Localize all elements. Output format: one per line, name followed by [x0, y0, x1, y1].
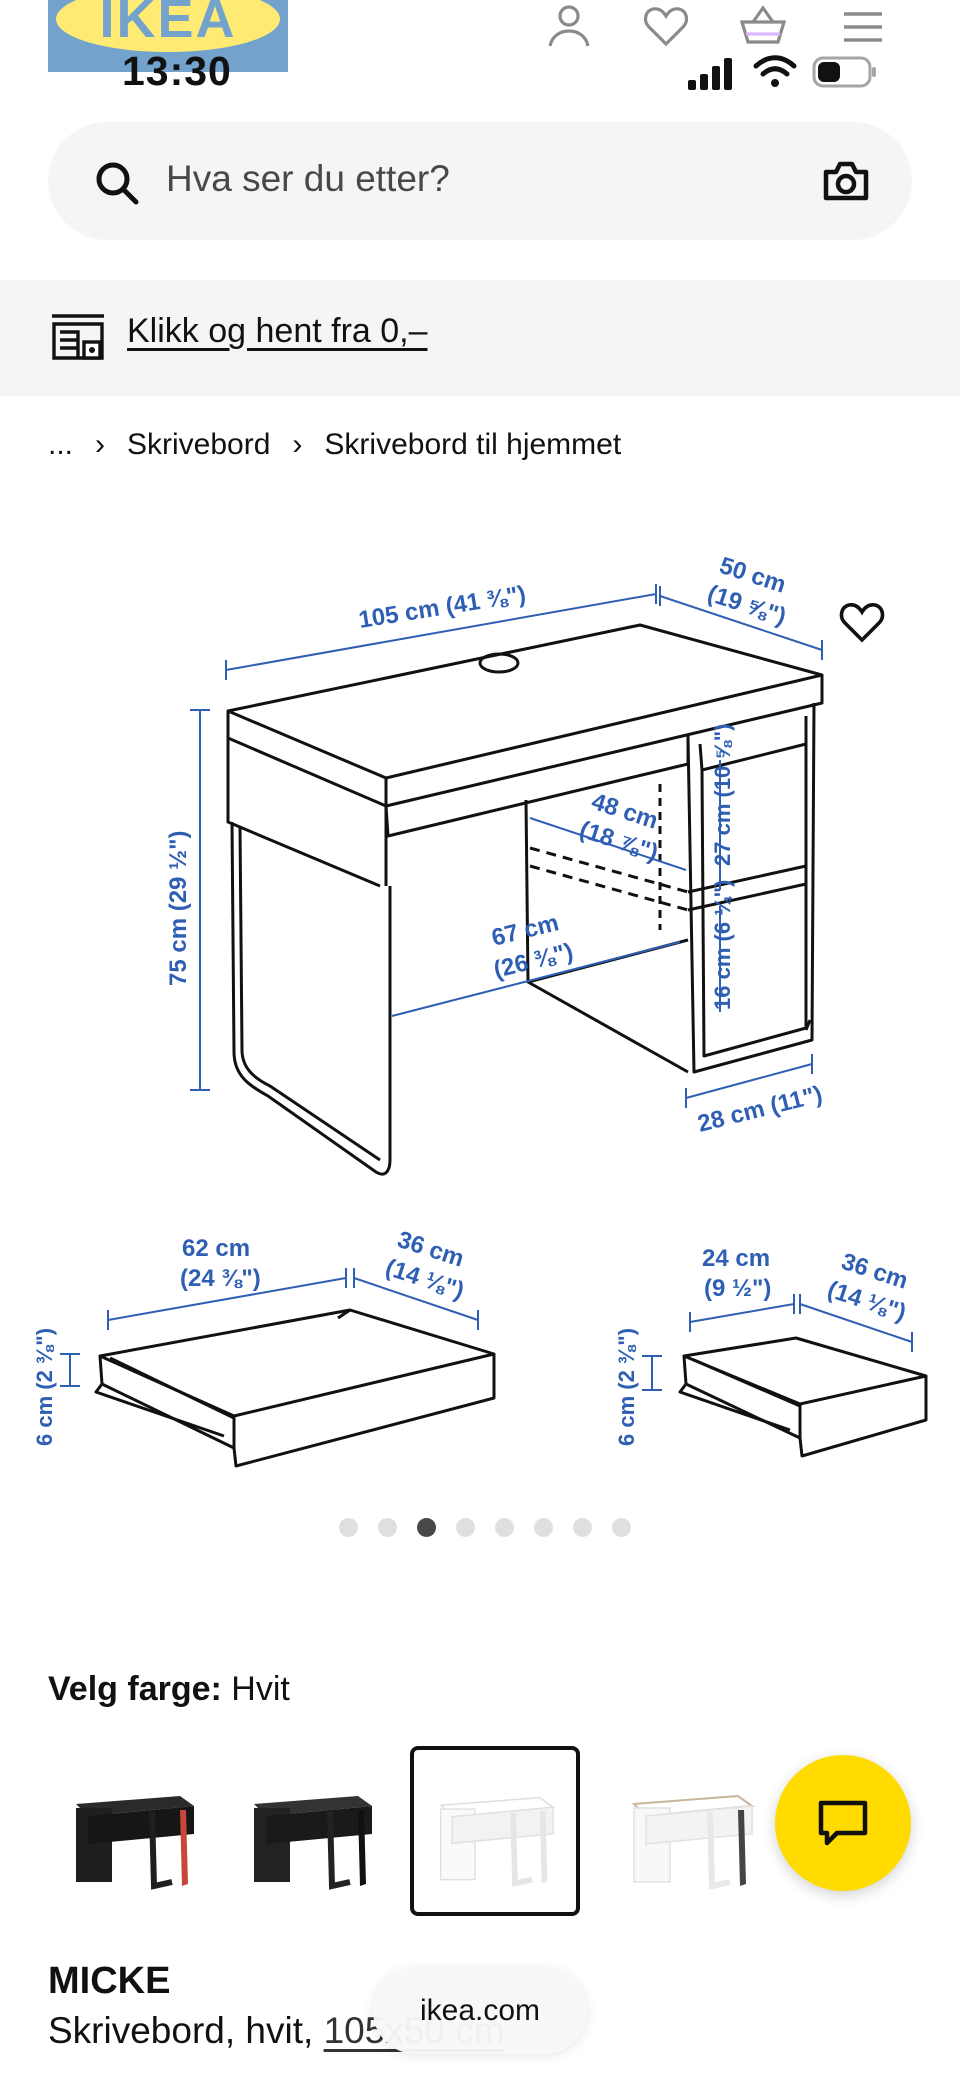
large-drawer-top	[98, 1308, 496, 1418]
search-input[interactable]: Hva ser du etter?	[166, 158, 450, 199]
menu-icon[interactable]	[838, 2, 888, 52]
small-drawer-inner	[693, 1358, 801, 1408]
gallery-dot[interactable]	[612, 1518, 631, 1537]
click-collect-link[interactable]: Klikk og hent fra 0,–	[127, 312, 428, 350]
left-leg	[230, 821, 392, 1176]
status-time: 13:30	[122, 48, 232, 94]
breadcrumb-ellipsis[interactable]: ...	[48, 428, 74, 461]
small-drawer-runner	[678, 1383, 791, 1432]
small-drawer-width-in: (9 ½")	[704, 1275, 771, 1302]
swatch-white-oak[interactable]	[606, 1746, 776, 1916]
large-drawer-width-in: (24 ⅜")	[180, 1265, 261, 1292]
swatch-white[interactable]	[410, 1746, 580, 1916]
gallery-dot[interactable]	[378, 1518, 397, 1537]
camera-icon[interactable]	[822, 158, 870, 204]
cable-hole	[478, 652, 520, 674]
large-drawer-runner	[94, 1383, 225, 1438]
color-label-prefix: Velg farge:	[48, 1670, 222, 1708]
cabinet-opening	[700, 744, 808, 1058]
dim-height: 75 cm (29 ½")	[165, 831, 192, 986]
profile-icon[interactable]	[544, 2, 594, 52]
right-cabinet	[686, 702, 816, 1074]
small-drawer-left	[682, 1355, 802, 1440]
large-drawer-front	[232, 1354, 496, 1468]
large-drawer-height: 6 cm (2 ⅜")	[32, 1328, 57, 1446]
logo-text: IKEA	[99, 0, 237, 49]
gallery-dot[interactable]	[339, 1518, 358, 1537]
cabinet-base	[804, 1019, 812, 1031]
gallery-dot[interactable]	[534, 1518, 553, 1537]
wifi-icon	[753, 55, 797, 87]
gallery-dot[interactable]	[495, 1518, 514, 1537]
gallery-dot[interactable]	[573, 1518, 592, 1537]
breadcrumb-desks[interactable]: Skrivebord	[127, 428, 271, 461]
gallery-dot-active[interactable]	[417, 1518, 436, 1537]
large-drawer-inner	[109, 1308, 351, 1420]
click-collect-banner[interactable]: Klikk og hent fra 0,–	[0, 280, 960, 396]
left-panel	[226, 738, 381, 888]
left-leg-inner	[238, 825, 381, 1162]
small-drawer-front	[798, 1376, 928, 1458]
url-bar[interactable]: ikea.com	[373, 1968, 587, 2054]
chat-button[interactable]	[775, 1755, 911, 1891]
shelf-dashed	[529, 846, 689, 912]
signal-icon	[688, 58, 732, 90]
chevron-right-icon: ›	[292, 428, 303, 461]
swatch-black-red[interactable]	[48, 1746, 218, 1916]
search-icon	[96, 162, 139, 205]
gallery-dot[interactable]	[456, 1518, 475, 1537]
dim-shelf-bottom: 16 cm (6 ¼")	[710, 880, 735, 1010]
product-desc-text: Skrivebord, hvit,	[48, 2010, 314, 2051]
breadcrumb: ... › Skrivebord › Skrivebord til hjemme…	[48, 428, 621, 462]
gallery-dots	[0, 1518, 960, 1537]
shelf-cabinet	[687, 864, 807, 912]
cabinet-drawer	[698, 716, 808, 772]
chevron-right-icon: ›	[95, 428, 106, 461]
color-label: Velg farge: Hvit	[48, 1670, 290, 1709]
chat-icon	[818, 1800, 868, 1846]
color-selected-value: Hvit	[231, 1670, 290, 1708]
battery-icon	[812, 56, 876, 88]
small-drawer-width: 24 cm	[702, 1245, 770, 1272]
favorite-heart-icon[interactable]	[838, 600, 886, 644]
dim-shelf-top: 27 cm (10 ⅝")	[710, 723, 735, 866]
store-icon	[52, 314, 104, 360]
heart-icon[interactable]	[641, 2, 691, 52]
product-image-dimensions[interactable]: 105 cm (41 ⅜") 50 cm (19 ⅝") 75 cm (29 ½…	[0, 530, 960, 1490]
dim-width: 105 cm (41 ⅜")	[357, 581, 528, 634]
large-drawer-left	[98, 1355, 236, 1450]
small-drawer-height: 6 cm (2 ⅜")	[614, 1328, 639, 1446]
ikea-logo[interactable]: IKEA	[48, 0, 288, 72]
basket-icon[interactable]	[738, 2, 788, 52]
product-name: MICKE	[48, 1960, 171, 2002]
search-bar[interactable]: Hva ser du etter?	[48, 122, 912, 240]
breadcrumb-home-desks[interactable]: Skrivebord til hjemmet	[324, 428, 622, 461]
large-drawer-width: 62 cm	[182, 1235, 250, 1262]
swatch-black-brown[interactable]	[226, 1746, 396, 1916]
